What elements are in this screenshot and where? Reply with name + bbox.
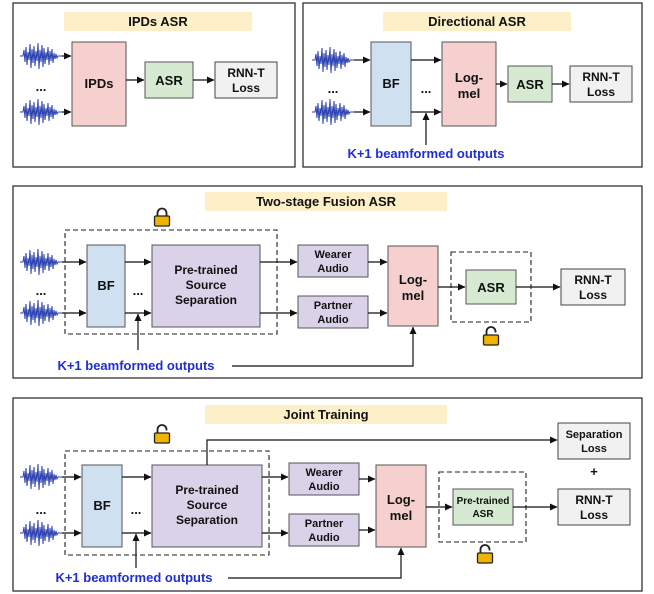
separation-line3: Separation (176, 513, 238, 527)
separation-line2: Source (187, 498, 228, 512)
bf-block (370, 41, 412, 127)
beam-label: K+1 beamformed outputs (57, 358, 214, 373)
bf-block-label: BF (97, 278, 114, 293)
rnnt-loss-line2: Loss (579, 288, 607, 302)
separation-line1: Pre-trained (175, 483, 238, 497)
pretrained-asr-line1: Pre-trained (457, 496, 510, 507)
bf-block (81, 464, 123, 548)
rnnt-loss-line1: RNN-T (582, 70, 620, 84)
ipds-block (71, 41, 127, 127)
beam-to-logmel-arrow (232, 326, 417, 367)
bf-block-label: BF (93, 498, 110, 513)
asr-block (144, 61, 194, 99)
rnnt-loss-line2: Loss (232, 81, 260, 95)
logmel-block (387, 245, 439, 327)
mic-dots: ... (36, 502, 47, 517)
directional-asr-panel: Directional ASR ... BF ... Log- mel ASR … (302, 2, 643, 168)
asr-block-label: ASR (477, 280, 505, 295)
separation-loss-arrow (206, 436, 558, 465)
two-stage-title-background (205, 192, 447, 211)
pretrained-asr-line2: ASR (472, 509, 494, 520)
joint-title-background (205, 405, 447, 424)
partner-audio-block (288, 513, 360, 547)
trainable-frontend-group (64, 450, 270, 556)
frozen-frontend-group (64, 229, 278, 335)
logmel-line2: mel (458, 86, 480, 101)
asr-block-label: ASR (516, 77, 544, 92)
logmel-line1: Log- (399, 272, 427, 287)
logmel-line1: Log- (455, 70, 483, 85)
rnnt-loss-block (560, 268, 626, 306)
logmel-line2: mel (402, 288, 424, 303)
ipds-panel-title: IPDs ASR (128, 14, 188, 29)
joint-training-panel: Joint Training ... BF ... Pre-trained So… (12, 397, 643, 592)
asr-block (507, 65, 553, 103)
loss-plus-sign: + (590, 464, 598, 479)
beam-to-logmel-arrow (228, 547, 405, 579)
source-separation-block (151, 464, 263, 548)
mic-dots: ... (328, 81, 339, 96)
asr-block-label: ASR (155, 73, 183, 88)
logmel-line1: Log- (387, 492, 415, 507)
beam-dots: ... (421, 81, 432, 96)
partner-audio-block (297, 295, 369, 329)
beam-label: K+1 beamformed outputs (347, 146, 504, 161)
pretrained-asr-block (452, 488, 514, 526)
separation-line3: Separation (175, 293, 237, 307)
ipds-title-background (64, 12, 252, 31)
partner-audio-line1: Partner (314, 300, 353, 312)
separation-loss-line2: Loss (581, 443, 607, 455)
rnnt-loss-block (569, 65, 633, 103)
separation-line2: Source (186, 278, 227, 292)
rnnt-loss-line1: RNN-T (574, 273, 612, 287)
wearer-audio-block (297, 244, 369, 278)
partner-audio-line2: Audio (308, 532, 339, 544)
source-separation-block (151, 244, 261, 328)
rnnt-loss-line2: Loss (580, 508, 608, 522)
bf-block-label: BF (382, 76, 399, 91)
separation-loss-line1: Separation (566, 429, 623, 441)
joint-panel-title: Joint Training (283, 407, 368, 422)
rnnt-loss-block (557, 488, 631, 526)
two-stage-panel-title: Two-stage Fusion ASR (256, 194, 397, 209)
rnnt-loss-line1: RNN-T (227, 66, 265, 80)
ipds-block-label: IPDs (85, 76, 114, 91)
bf-block (86, 244, 126, 328)
rnnt-loss-line2: Loss (587, 85, 615, 99)
beam-label: K+1 beamformed outputs (55, 570, 212, 585)
wearer-audio-line2: Audio (308, 481, 339, 493)
directional-panel-title: Directional ASR (428, 14, 526, 29)
mic-dots: ... (36, 283, 47, 298)
mic-dots: ... (36, 79, 47, 94)
wearer-audio-line1: Wearer (305, 467, 343, 479)
separation-loss-block (557, 422, 631, 460)
two-stage-fusion-panel: Two-stage Fusion ASR ... BF ... Pre-trai… (12, 185, 643, 379)
logmel-block (375, 464, 427, 548)
partner-audio-line2: Audio (317, 314, 348, 326)
rnnt-loss-line1: RNN-T (575, 493, 613, 507)
wearer-audio-block (288, 462, 360, 496)
wearer-audio-line2: Audio (317, 263, 348, 275)
directional-title-background (383, 12, 571, 31)
rnnt-loss-block (214, 61, 278, 99)
ipds-asr-panel: IPDs ASR ... IPDs ASR RNN-T Loss (12, 2, 296, 168)
partner-audio-line1: Partner (305, 518, 344, 530)
wearer-audio-line1: Wearer (314, 249, 352, 261)
beam-dots: ... (133, 283, 144, 298)
beam-dots: ... (131, 502, 142, 517)
separation-line1: Pre-trained (174, 263, 237, 277)
logmel-line2: mel (390, 508, 412, 523)
